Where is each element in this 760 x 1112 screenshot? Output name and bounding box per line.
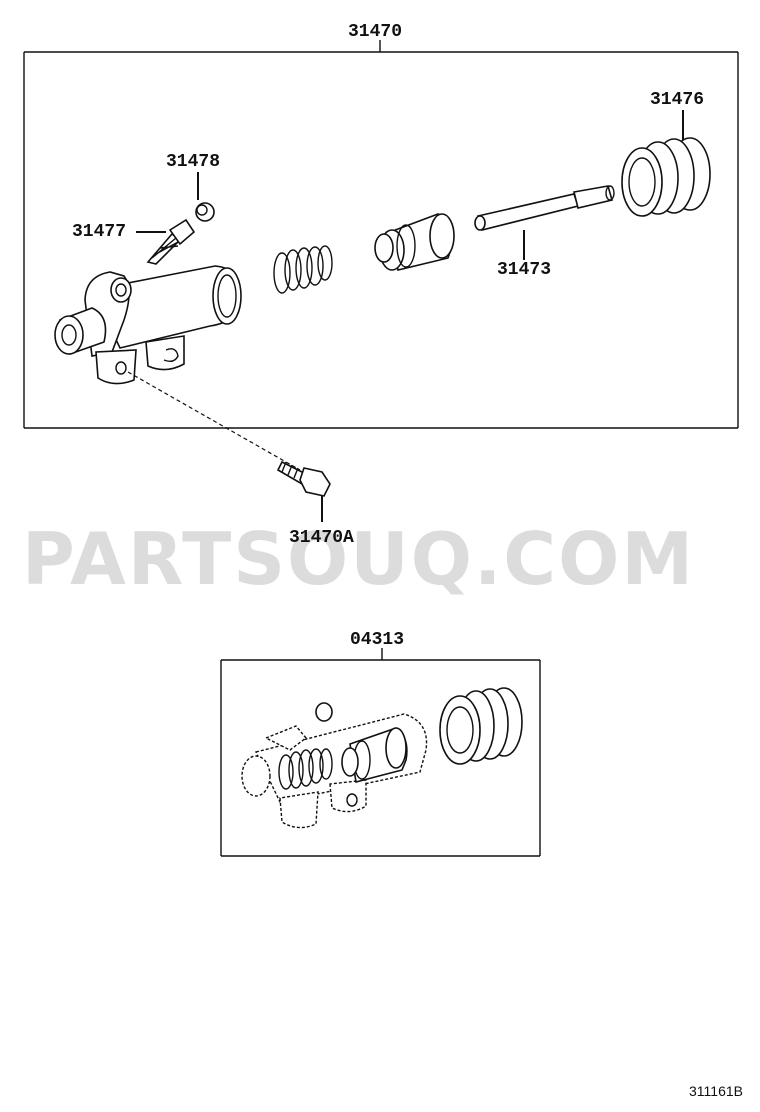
kit-boot — [439, 687, 523, 765]
kit-piston — [341, 727, 408, 783]
watermark: PARTSOUQ.COM — [22, 517, 695, 601]
label-31476[interactable]: 31476 — [650, 90, 704, 110]
diagram-code: 311161B — [689, 1083, 743, 1099]
label-31470A[interactable]: 31470A — [289, 528, 354, 548]
assembly-frame — [23, 40, 739, 429]
kit-frame — [220, 648, 541, 857]
cylinder-body — [54, 265, 242, 385]
kit-cap — [315, 702, 333, 722]
label-31477[interactable]: 31477 — [72, 222, 126, 242]
push-rod — [474, 185, 615, 231]
label-31478[interactable]: 31478 — [166, 152, 220, 172]
label-31470[interactable]: 31470 — [348, 22, 402, 42]
bolt — [276, 460, 331, 497]
boot — [621, 137, 711, 217]
bleeder-screw — [146, 218, 196, 265]
bleeder-cap — [195, 202, 215, 222]
bolt-leader — [127, 371, 301, 471]
spring — [273, 245, 333, 294]
label-31473[interactable]: 31473 — [497, 260, 551, 280]
label-04313[interactable]: 04313 — [350, 630, 404, 650]
kit-spring — [278, 748, 333, 790]
piston — [374, 213, 455, 271]
